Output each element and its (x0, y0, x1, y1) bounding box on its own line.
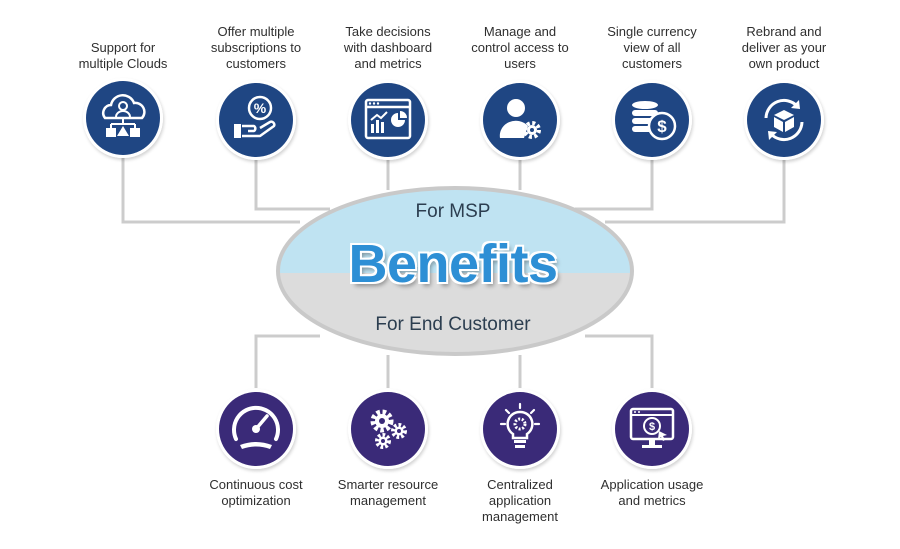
percent-hand-icon: % (216, 80, 296, 160)
for-end-customer-label: For End Customer (375, 314, 531, 335)
coins-dollar-icon: $ (612, 80, 692, 160)
svg-text:$: $ (649, 421, 655, 433)
customer-benefit-label: Centralized application management (482, 477, 558, 524)
msp-benefit-label: Offer multiple subscriptions to customer… (210, 24, 302, 71)
msp-benefit-label: Single currency view of all customers (607, 24, 697, 71)
dashboard-icon (348, 80, 428, 160)
gauge-icon (216, 389, 296, 469)
svg-text:$: $ (657, 117, 667, 136)
msp-benefit-label: Rebrand and deliver as your own product (741, 24, 827, 71)
cloud-network-icon (83, 78, 163, 158)
svg-text:%: % (254, 100, 267, 116)
for-msp-label: For MSP (415, 201, 491, 222)
msp-benefit-label: Support for multiple Clouds (78, 40, 168, 71)
benefits-title: Benefits (348, 234, 558, 294)
user-gear-icon (480, 80, 560, 160)
customer-benefit-label: Continuous cost optimization (209, 477, 303, 508)
benefits-ellipse (276, 186, 634, 356)
monitor-dollar-icon: $ (612, 389, 692, 469)
customer-benefit-label: Smarter resource management (337, 477, 439, 508)
rebrand-box-icon (744, 80, 824, 160)
gears-icon (348, 389, 428, 469)
msp-benefit-label: Take decisions with dashboard and metric… (343, 24, 433, 71)
lightbulb-gear-icon (480, 389, 560, 469)
msp-benefit-label: Manage and control access to users (471, 24, 569, 71)
customer-benefit-label: Application usage and metrics (600, 477, 704, 508)
